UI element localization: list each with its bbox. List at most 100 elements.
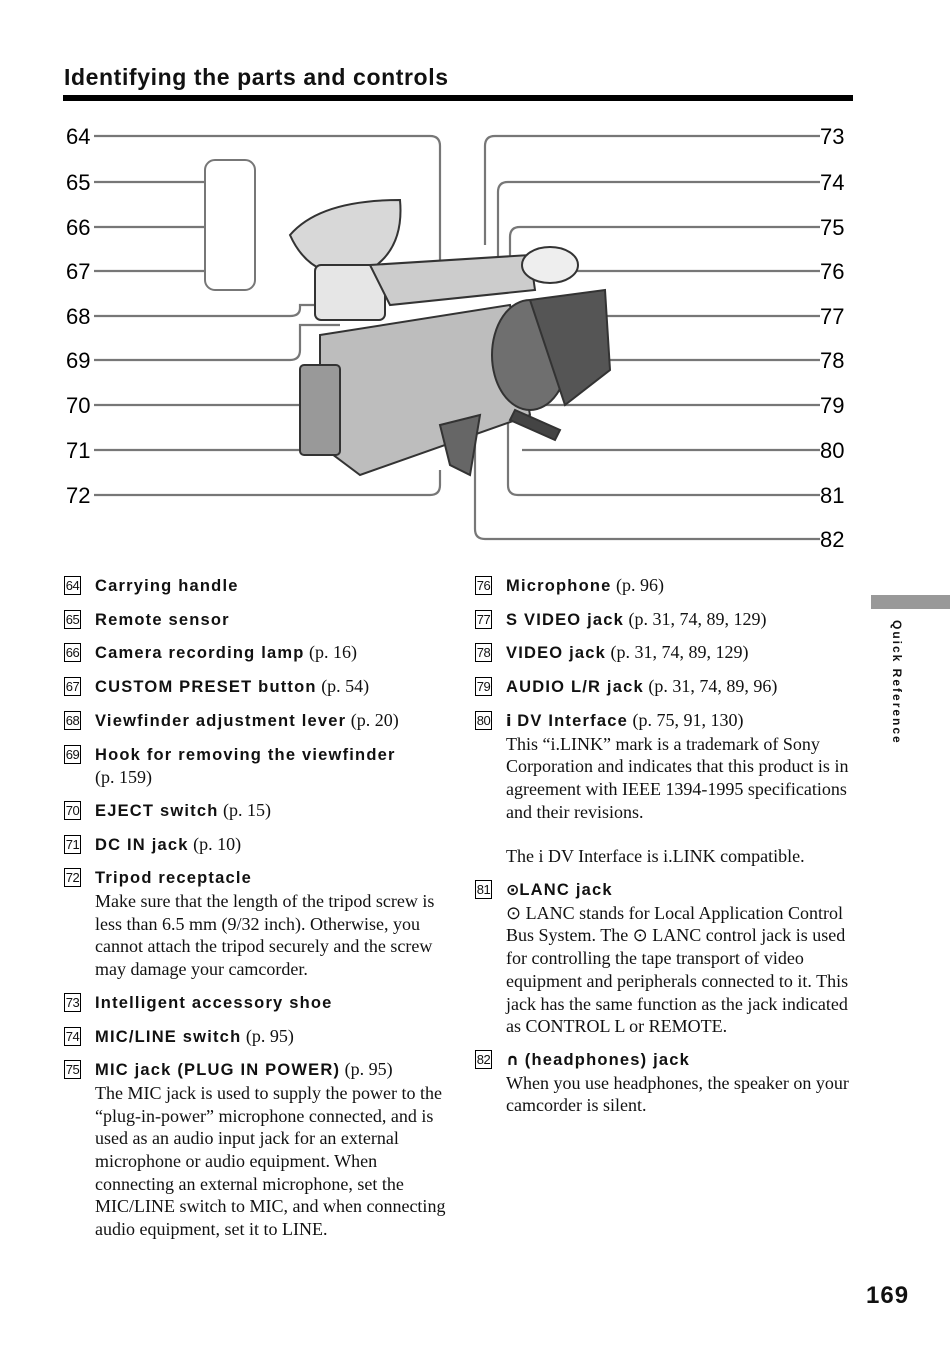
part-number-badge: 81 — [475, 880, 492, 899]
part-item-77: 77 S VIDEO jack (p. 31, 74, 89, 129) — [475, 608, 855, 632]
callout-75: 75 — [820, 215, 844, 240]
part-number-badge: 71 — [64, 835, 81, 854]
part-description: Make sure that the length of the tripod … — [95, 890, 449, 981]
part-number-badge: 68 — [64, 711, 81, 730]
page-reference: (p. 31, 74, 89, 129) — [624, 609, 767, 629]
page-reference: (p. 16) — [305, 642, 358, 662]
part-number-badge: 75 — [64, 1060, 81, 1079]
part-name: Camera recording lamp — [95, 644, 305, 662]
part-name: CUSTOM PRESET button — [95, 678, 317, 696]
part-number-badge: 67 — [64, 677, 81, 696]
part-item-69: 69 Hook for removing the viewfinder (p. 15… — [64, 743, 449, 789]
part-number-badge: 77 — [475, 610, 492, 629]
part-name: Viewfinder adjustment lever — [95, 712, 346, 730]
part-item-75: 75 MIC jack (PLUG IN POWER) (p. 95) The MI… — [64, 1058, 449, 1241]
part-name: S VIDEO jack — [506, 611, 624, 629]
page-title: Identifying the parts and controls — [64, 64, 449, 91]
part-name: Tripod receptacle — [95, 869, 252, 887]
part-number-badge: 79 — [475, 677, 492, 696]
part-number-badge: 76 — [475, 576, 492, 595]
part-symbol-icon: ⊙ — [506, 880, 519, 899]
callout-68: 68 — [66, 304, 90, 329]
part-item-81: 81⊙LANC jack⊙ LANC stands for Local Appl… — [475, 878, 855, 1038]
page-reference: (p. 96) — [612, 575, 665, 595]
callout-64: 64 — [66, 124, 90, 149]
part-name: EJECT switch — [95, 802, 219, 820]
part-number-badge: 66 — [64, 643, 81, 662]
section-label: Quick Reference — [890, 620, 904, 745]
part-name: AUDIO L/R jack — [506, 678, 644, 696]
part-item-65: 65 Remote sensor — [64, 608, 449, 632]
part-item-80: 80i DV Interface (p. 75, 91, 130)This “i… — [475, 709, 855, 868]
callout-73: 73 — [820, 124, 844, 149]
part-name: Carrying handle — [95, 577, 239, 595]
part-description: The MIC jack is used to supply the power… — [95, 1082, 449, 1241]
part-number-badge: 82 — [475, 1050, 492, 1069]
part-name: Hook for removing the viewfinder — [95, 746, 396, 764]
page-number: 169 — [866, 1282, 909, 1310]
part-number-badge: 80 — [475, 711, 492, 730]
part-description: This “i.LINK” mark is a trademark of Son… — [506, 733, 855, 824]
page-reference: (p. 15) — [219, 800, 272, 820]
title-rule — [63, 95, 853, 101]
callout-74: 74 — [820, 170, 844, 195]
callout-67: 67 — [66, 259, 90, 284]
part-item-64: 64 Carrying handle — [64, 574, 449, 598]
page-reference: (p. 31, 74, 89, 129) — [606, 642, 749, 662]
callout-78: 78 — [820, 348, 844, 373]
page-reference: (p. 54) — [317, 676, 370, 696]
left-column: 64 Carrying handle 65 Remote sensor 66 Camera… — [64, 574, 449, 1251]
part-name: VIDEO jack — [506, 644, 606, 662]
callout-81: 81 — [820, 483, 844, 508]
part-item-67: 67 CUSTOM PRESET button (p. 54) — [64, 675, 449, 699]
part-item-68: 68 Viewfinder adjustment lever (p. 20) — [64, 709, 449, 733]
part-name: Remote sensor — [95, 611, 230, 629]
part-name: MIC/LINE switch — [95, 1028, 241, 1046]
part-item-78: 78 VIDEO jack (p. 31, 74, 89, 129) — [475, 641, 855, 665]
page-reference: (p. 75, 91, 130) — [628, 710, 744, 730]
part-number-badge: 64 — [64, 576, 81, 595]
part-name: DV Interface — [511, 712, 627, 730]
part-item-74: 74 MIC/LINE switch (p. 95) — [64, 1025, 449, 1049]
camcorder-diagram: 64 65 66 67 68 69 70 71 72 73 74 75 76 77 78 79 80 81 82 — [60, 115, 860, 565]
part-name: (headphones) jack — [519, 1051, 690, 1069]
part-number-badge: 70 — [64, 801, 81, 820]
part-name: MIC jack (PLUG IN POWER) — [95, 1061, 340, 1079]
right-column: 76 Microphone (p. 96) 77 S VIDEO jack (p. 3… — [475, 574, 855, 1127]
page-reference: (p. 159) — [95, 766, 449, 789]
part-item-79: 79 AUDIO L/R jack (p. 31, 74, 89, 96) — [475, 675, 855, 699]
part-name: DC IN jack — [95, 836, 189, 854]
part-number-badge: 73 — [64, 993, 81, 1012]
part-note: The i DV Interface is i.LINK compatible. — [506, 845, 855, 868]
callout-76: 76 — [820, 259, 844, 284]
page-reference: (p. 31, 74, 89, 96) — [644, 676, 778, 696]
part-number-badge: 65 — [64, 610, 81, 629]
callout-79: 79 — [820, 393, 844, 418]
callout-66: 66 — [66, 215, 90, 240]
page-reference: (p. 20) — [346, 710, 399, 730]
part-item-66: 66 Camera recording lamp (p. 16) — [64, 641, 449, 665]
part-number-badge: 69 — [64, 745, 81, 764]
callout-82: 82 — [820, 527, 844, 552]
part-name: Intelligent accessory shoe — [95, 994, 333, 1012]
part-name: Microphone — [506, 577, 612, 595]
callout-65: 65 — [66, 170, 90, 195]
callout-70: 70 — [66, 393, 90, 418]
page-reference: (p. 10) — [189, 834, 242, 854]
part-number-badge: 78 — [475, 643, 492, 662]
page-reference: (p. 95) — [241, 1026, 294, 1046]
callout-77: 77 — [820, 304, 844, 329]
page-reference: (p. 95) — [340, 1059, 393, 1079]
callout-71: 71 — [66, 438, 90, 463]
callout-72: 72 — [66, 483, 90, 508]
part-item-76: 76 Microphone (p. 96) — [475, 574, 855, 598]
part-description: ⊙ LANC stands for Local Application Cont… — [506, 902, 855, 1038]
part-symbol-icon: ∩ — [506, 1050, 519, 1069]
part-item-71: 71 DC IN jack (p. 10) — [64, 833, 449, 857]
callout-69: 69 — [66, 348, 90, 373]
part-item-73: 73 Intelligent accessory shoe — [64, 991, 449, 1015]
part-number-badge: 74 — [64, 1027, 81, 1046]
callout-80: 80 — [820, 438, 844, 463]
